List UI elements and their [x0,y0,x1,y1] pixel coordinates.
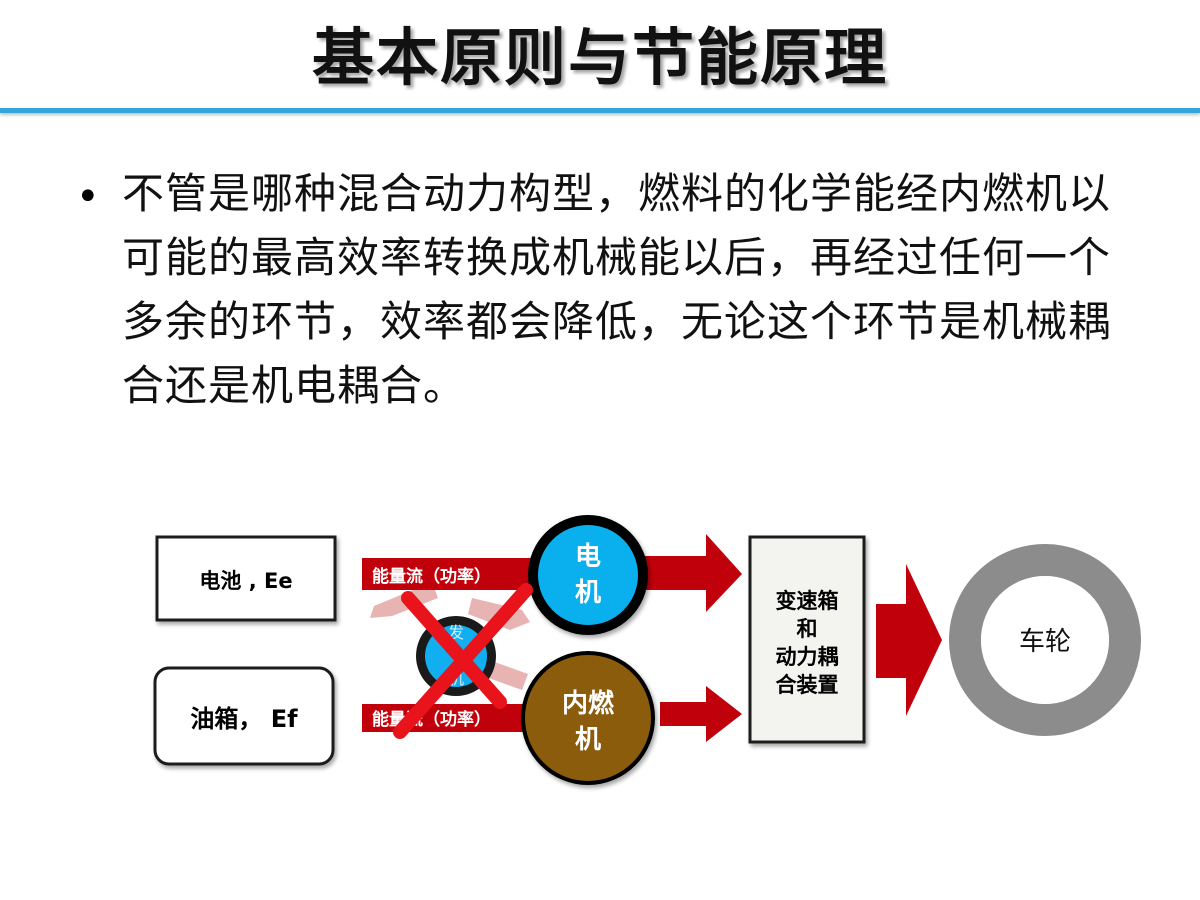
engine-label-line2: 机 [575,725,601,755]
cross-out-mark [393,583,533,739]
gearbox-line1: 变速箱 [776,589,839,613]
fuel-tank-box: 油箱， Ef [153,666,335,766]
battery-label: 电池 , Ee [199,569,292,593]
flow-label-top: 能量流（功率） [372,566,491,587]
gearbox-line3: 动力耦 [776,645,839,669]
motor-label-line2: 机 [575,578,601,608]
gearbox-box: 变速箱 和 动力耦 合装置 [748,535,866,744]
flow-label-bottom: 能量流（功率） [372,709,491,730]
gearbox-line2: 和 [797,617,818,641]
bullet-dot: • [76,174,100,220]
arrow-gearbox-to-wheel [876,564,942,716]
engine-label-line1: 内燃 [562,689,615,719]
title-divider [0,108,1200,113]
fuel-tank-label: 油箱， Ef [190,705,298,733]
arrow-engine-to-gearbox [660,686,742,742]
slide-title: 基本原则与节能原理 [311,21,888,94]
wheel-label: 车轮 [1019,627,1071,657]
arrow-motor-to-gearbox [640,534,742,612]
electric-motor-node: 电 机 [528,515,648,635]
gearbox-line4: 合装置 [776,673,839,697]
energy-flow-arrow-top: 能量流（功率） [362,558,545,590]
wheel-node: 车轮 [949,544,1141,736]
battery-box: 电池 , Ee [155,535,337,622]
motor-label-line1: 电 [575,542,601,572]
engine-node: 内燃 机 [521,651,655,785]
bullet-text: 不管是哪种混合动力构型，燃料的化学能经内燃机以可能的最高效率转换成机械能以后，再… [122,169,1112,410]
energy-flow-arrow-bottom: 能量流（功率） [362,704,540,732]
